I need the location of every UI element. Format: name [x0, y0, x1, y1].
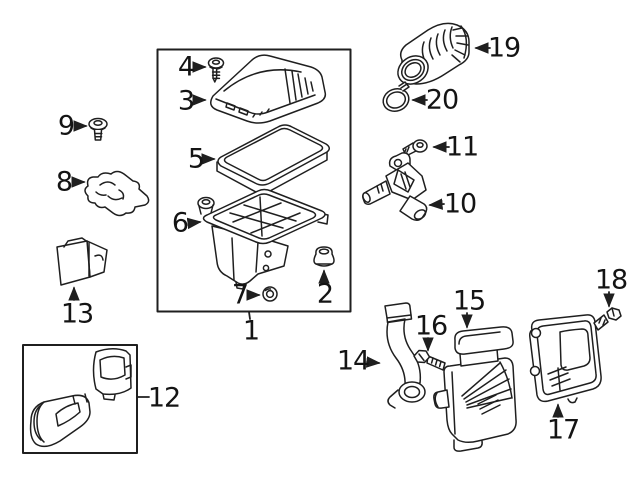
part-12-air-ducts [29, 348, 132, 448]
part-4-screw [207, 57, 225, 83]
callout-8: 8 [55, 166, 73, 198]
callout-15: 15 [452, 285, 486, 317]
callout-2: 2 [316, 278, 334, 310]
callout-17: 17 [546, 414, 580, 446]
callout-arrows [68, 42, 615, 418]
callout-19: 19 [487, 32, 521, 64]
part-2-mount-cushion [313, 246, 335, 267]
callout-10: 10 [443, 188, 477, 220]
part-13-bracket [56, 237, 108, 286]
callout-20: 20 [425, 84, 459, 116]
part-9-screw [88, 117, 108, 141]
part-8-clip [84, 170, 150, 217]
part-10-air-flow-sensor [362, 152, 428, 222]
part-7-grommet [262, 286, 278, 302]
callout-9: 9 [57, 110, 75, 142]
part-14-hose [384, 302, 426, 409]
part-3-air-cleaner-cover [210, 54, 327, 124]
callout-18: 18 [594, 264, 628, 296]
part-17-cover [529, 314, 602, 404]
callout-11: 11 [445, 131, 479, 163]
callout-5: 5 [187, 143, 205, 175]
callout-14: 14 [336, 345, 370, 377]
assembly-box-outline [156, 48, 352, 313]
part-19-intake-hose [397, 22, 470, 85]
callout-12: 12 [147, 382, 181, 414]
part-15-resonator [433, 326, 517, 452]
callout-16: 16 [414, 310, 448, 342]
callout-1: 1 [242, 315, 260, 347]
part-20-hose-clamp [382, 81, 410, 113]
part-6-air-cleaner-base [197, 188, 329, 290]
part-18-bolt [593, 307, 622, 331]
callout-4: 4 [177, 51, 195, 83]
callout-6: 6 [171, 207, 189, 239]
callout-13: 13 [60, 298, 94, 330]
duct-box-outline [22, 344, 138, 454]
part-16-bolt [413, 349, 446, 371]
part-5-air-filter [216, 124, 330, 195]
callout-7: 7 [231, 279, 249, 311]
callout-3: 3 [177, 85, 195, 117]
